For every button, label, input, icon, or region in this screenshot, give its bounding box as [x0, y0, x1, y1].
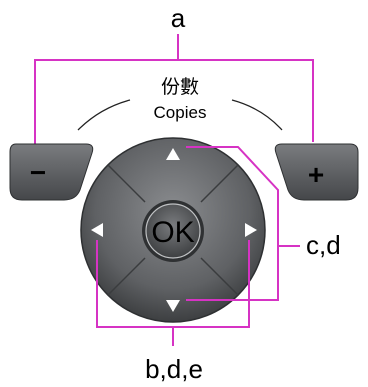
plus-button[interactable]: +: [274, 143, 359, 201]
down-button[interactable]: [166, 300, 180, 312]
left-button[interactable]: [91, 223, 103, 237]
callout-a-lines: [34, 34, 314, 145]
copies-label-en: Copies: [154, 103, 207, 122]
callout-bde-lines: [96, 240, 250, 346]
callout-bde-label: b,d,e: [145, 354, 203, 384]
triangle-left-icon: [91, 223, 103, 237]
up-button[interactable]: [166, 148, 180, 160]
right-button[interactable]: [245, 223, 257, 237]
copies-arc-right: [231, 99, 283, 131]
callout-cd-label: c,d: [306, 230, 341, 260]
minus-button[interactable]: −: [9, 143, 94, 201]
copies-label-zh: 份數: [161, 76, 199, 98]
minus-icon: −: [30, 157, 46, 188]
callout-cd-lines: [186, 146, 300, 301]
copies-arc-left: [77, 99, 131, 131]
ok-label: OK: [151, 216, 194, 249]
callout-a-label: a: [171, 3, 186, 33]
plus-icon: +: [308, 159, 324, 190]
ok-button[interactable]: OK: [142, 200, 204, 262]
triangle-right-icon: [245, 223, 257, 237]
triangle-up-icon: [166, 148, 180, 160]
triangle-down-icon: [166, 300, 180, 312]
